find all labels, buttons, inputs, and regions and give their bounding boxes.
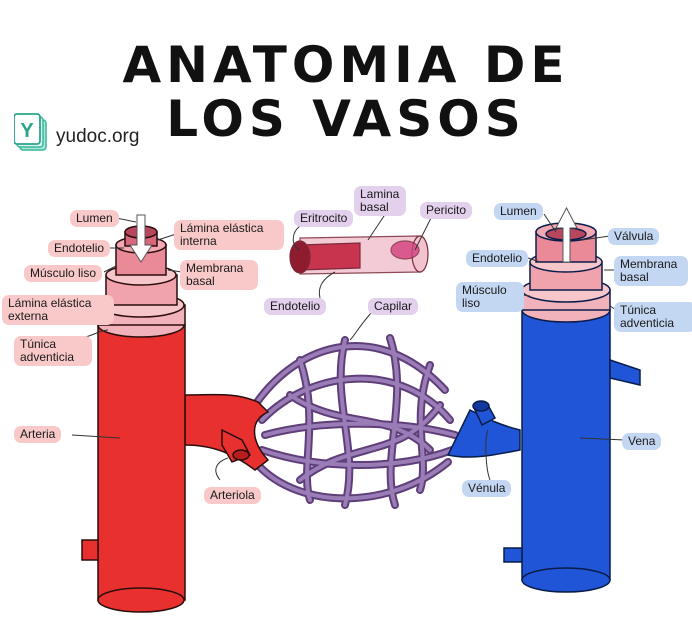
label-lamina-basal: Lamina basal	[354, 186, 406, 216]
label-arteria-musculo-liso: Músculo liso	[24, 265, 102, 282]
label-arteria-membrana-basal: Membrana basal	[180, 260, 258, 290]
label-valvula: Válvula	[608, 228, 659, 245]
label-arteria-lumen: Lumen	[70, 210, 119, 227]
label-vena-lumen: Lumen	[494, 203, 543, 220]
label-eritrocito: Eritrocito	[294, 210, 353, 227]
label-vena-membrana-basal: Membrana basal	[614, 256, 688, 286]
label-venula: Vénula	[462, 480, 511, 497]
label-vena-endotelio: Endotelio	[466, 250, 528, 267]
label-capilar-endotelio: Endotelio	[264, 298, 326, 315]
label-lamina-elastica-interna: Lámina elástica interna	[174, 220, 284, 250]
label-arteria-tunica-adventicia: Túnica adventicia	[14, 336, 92, 366]
label-capilar: Capilar	[368, 298, 418, 315]
label-vena-musculo-liso: Músculo liso	[456, 282, 524, 312]
label-arteriola: Arteriola	[204, 487, 261, 504]
vein	[448, 223, 640, 592]
label-lamina-elastica-externa: Lámina elástica externa	[2, 295, 114, 325]
capillary-detail	[290, 236, 428, 274]
label-vena: Vena	[622, 433, 661, 450]
label-arteria-endotelio: Endotelio	[48, 240, 110, 257]
label-arteria: Arteria	[14, 426, 61, 443]
label-vena-tunica-adventicia: Túnica adventicia	[614, 302, 692, 332]
label-pericito: Pericito	[420, 202, 472, 219]
